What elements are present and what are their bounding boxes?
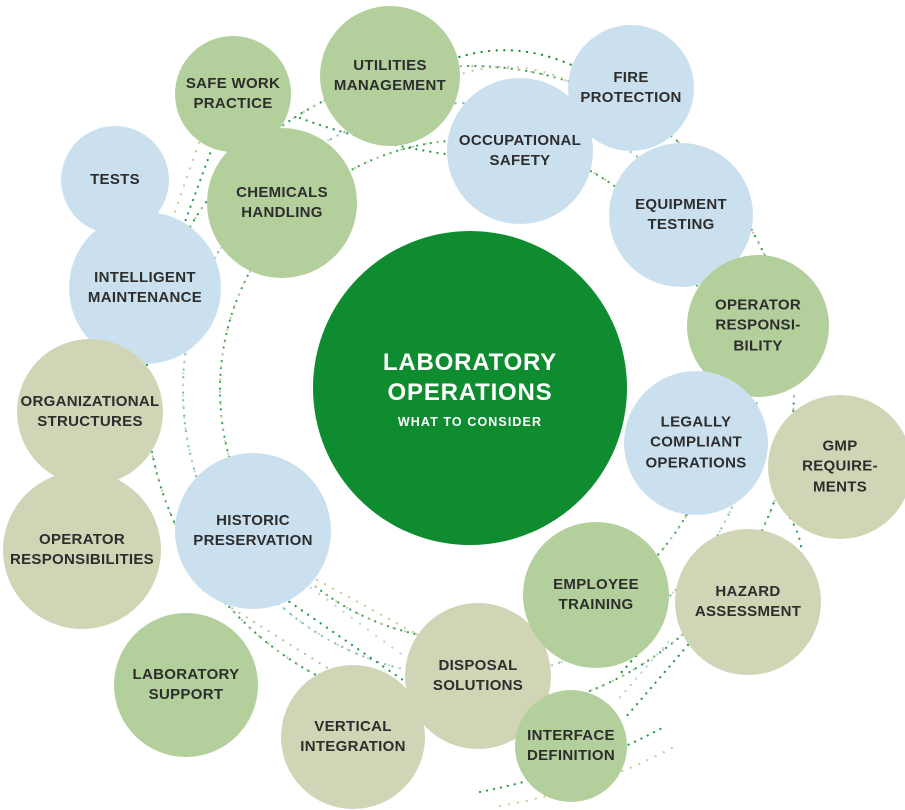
center-title-line2: OPERATIONS bbox=[387, 378, 553, 406]
bubble-label-line: ORGANIZATIONAL bbox=[20, 392, 160, 410]
bubble-label-line: DEFINITION bbox=[527, 747, 615, 764]
bubble-utilities-management: UTILITIES MANAGEMENT bbox=[320, 6, 460, 146]
bubble-label-tests: TESTS bbox=[90, 170, 140, 190]
bubble-label-line: MAINTENANCE bbox=[87, 289, 203, 306]
center-circle-laboratory-operations: LABORATORY OPERATIONS WHAT TO CONSIDER bbox=[313, 231, 627, 545]
bubble-hazard-assessment: HAZARD ASSESSMENT bbox=[675, 529, 821, 675]
bubble-label-legally-compliant-operations: LEGALLY COMPLIANT OPERATIONS bbox=[645, 413, 746, 474]
bubble-label-line: OPERATOR bbox=[714, 296, 802, 314]
center-title-line1: LABORATORY bbox=[382, 348, 558, 376]
bubble-organizational-structures: ORGANIZATIONAL STRUCTURES bbox=[17, 339, 163, 485]
bubble-label-disposal-solutions: DISPOSAL SOLUTIONS bbox=[433, 656, 523, 697]
bubble-label-employee-training: EMPLOYEE TRAINING bbox=[553, 575, 639, 616]
bubble-historic-preservation: HISTORIC PRESERVATION bbox=[175, 453, 331, 609]
bubble-intelligent-maintenance: INTELLIGENT MAINTENANCE bbox=[69, 212, 221, 364]
bubble-label-line: EMPLOYEE bbox=[553, 575, 639, 593]
bubble-interface-definition: INTERFACE DEFINITION bbox=[515, 690, 627, 802]
bubble-employee-training: EMPLOYEE TRAINING bbox=[523, 522, 669, 668]
bubble-label-line: HISTORIC bbox=[216, 511, 290, 529]
bubble-label-line: SAFE WORK bbox=[185, 74, 281, 92]
bubble-label-line: UTILITIES bbox=[353, 56, 427, 74]
center-subtitle: WHAT TO CONSIDER bbox=[397, 414, 543, 429]
bubble-label-fire-protection: FIRE PROTECTION bbox=[580, 68, 681, 109]
bubble-label-line: COMPLIANT bbox=[650, 433, 742, 451]
bubble-safe-work-practice: SAFE WORK PRACTICE bbox=[175, 36, 291, 152]
bubble-label-hazard-assessment: HAZARD ASSESSMENT bbox=[695, 582, 801, 623]
bubble-label-line: HAZARD bbox=[715, 582, 781, 600]
bubble-label-operator-responsibility: OPERATOR RESPONSI- BILITY bbox=[715, 296, 801, 357]
bubble-label-line: LEGALLY bbox=[660, 413, 732, 431]
bubble-laboratory-support: LABORATORY SUPPORT bbox=[114, 613, 258, 757]
bubble-label-line: SUPPORT bbox=[148, 686, 224, 703]
bubble-label-vertical-integration: VERTICAL INTEGRATION bbox=[300, 717, 406, 758]
bubble-label-line: MENTS bbox=[813, 478, 867, 496]
bubble-label-line: ASSESSMENT bbox=[694, 603, 802, 620]
bubble-label-gmp-requirements: GMP REQUIRE- MENTS bbox=[802, 437, 878, 498]
bubble-legally-compliant-operations: LEGALLY COMPLIANT OPERATIONS bbox=[624, 371, 768, 515]
bubble-operator-responsibilities: OPERATOR RESPONSIBILITIES bbox=[3, 471, 161, 629]
bubble-label-operator-responsibilities: OPERATOR RESPONSIBILITIES bbox=[10, 530, 154, 571]
bubble-label-line: RESPONSI- bbox=[715, 316, 801, 334]
bubble-label-line: OPERATIONS bbox=[645, 454, 747, 472]
bubble-label-line: TRAINING bbox=[558, 596, 634, 613]
bubble-label-line: INTELLIGENT bbox=[94, 268, 196, 286]
bubble-label-laboratory-support: LABORATORY SUPPORT bbox=[133, 665, 240, 706]
bubble-label-line: INTEGRATION bbox=[300, 738, 406, 755]
bubble-label-line: OPERATOR bbox=[38, 530, 126, 548]
bubble-occupational-safety: OCCUPATIONAL SAFETY bbox=[447, 78, 593, 224]
bubble-label-interface-definition: INTERFACE DEFINITION bbox=[527, 726, 615, 767]
bubble-label-line: SOLUTIONS bbox=[432, 677, 524, 694]
bubble-label-chemicals-handling: CHEMICALS HANDLING bbox=[236, 183, 328, 224]
bubble-label-line: TESTS bbox=[90, 170, 140, 188]
bubble-label-line: CHEMICALS bbox=[236, 183, 328, 201]
bubble-label-equipment-testing: EQUIPMENT TESTING bbox=[635, 195, 727, 236]
bubble-label-line: RESPONSIBILITIES bbox=[10, 551, 154, 568]
bubble-label-occupational-safety: OCCUPATIONAL SAFETY bbox=[459, 131, 581, 172]
bubble-label-line: STRUCTURES bbox=[37, 413, 143, 430]
bubble-label-line: FIRE bbox=[613, 68, 649, 86]
center-title: LABORATORY OPERATIONS bbox=[383, 348, 557, 408]
bubble-label-line: HANDLING bbox=[241, 204, 323, 221]
bubble-label-line: SAFETY bbox=[489, 152, 551, 169]
bubble-vertical-integration: VERTICAL INTEGRATION bbox=[281, 665, 425, 809]
bubble-label-line: EQUIPMENT bbox=[635, 195, 727, 213]
bubble-label-safe-work-practice: SAFE WORK PRACTICE bbox=[186, 74, 280, 115]
bubble-chemicals-handling: CHEMICALS HANDLING bbox=[207, 128, 357, 278]
bubble-label-utilities-management: UTILITIES MANAGEMENT bbox=[334, 56, 446, 97]
bubble-label-line: DISPOSAL bbox=[438, 656, 518, 674]
bubble-label-line: LABORATORY bbox=[132, 665, 240, 683]
bubble-label-line: MANAGEMENT bbox=[333, 77, 447, 94]
bubble-label-line: PRACTICE bbox=[193, 95, 273, 112]
bubble-label-organizational-structures: ORGANIZATIONAL STRUCTURES bbox=[21, 392, 160, 433]
bubble-label-intelligent-maintenance: INTELLIGENT MAINTENANCE bbox=[88, 268, 202, 309]
bubble-label-line: PROTECTION bbox=[580, 89, 682, 106]
bubble-label-line: PRESERVATION bbox=[193, 532, 313, 549]
bubble-label-line: GMP bbox=[822, 437, 858, 455]
bubble-gmp-requirements: GMP REQUIRE- MENTS bbox=[768, 395, 905, 539]
bubble-label-historic-preservation: HISTORIC PRESERVATION bbox=[193, 511, 312, 552]
bubble-label-line: REQUIRE- bbox=[802, 457, 878, 475]
bubble-label-line: OCCUPATIONAL bbox=[458, 131, 582, 149]
bubble-label-line: TESTING bbox=[647, 216, 715, 233]
bubble-label-line: BILITY bbox=[733, 337, 783, 355]
bubble-label-line: VERTICAL bbox=[314, 717, 392, 735]
bubble-label-line: INTERFACE bbox=[527, 726, 615, 744]
